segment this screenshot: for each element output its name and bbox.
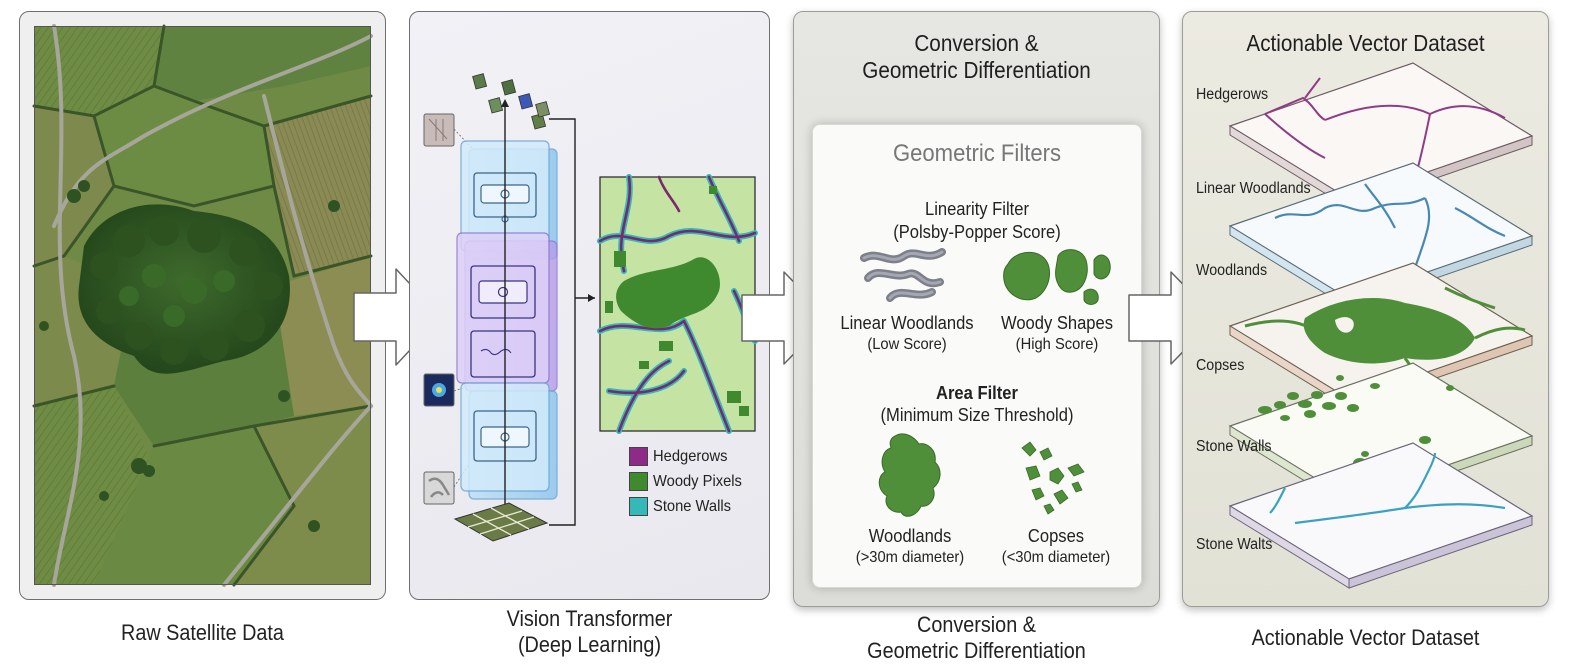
woodlands-label: Woodlands xyxy=(868,526,952,546)
linear-woodland-shapes xyxy=(860,248,946,302)
layer-label-stone-walts: Stone Walts xyxy=(1196,536,1273,553)
linear-woodlands-label: Linear Woodlands xyxy=(840,313,974,333)
layer-label-stone-walls: Stone Walls xyxy=(1196,438,1272,455)
legend-swatch-stonewalls xyxy=(629,497,648,516)
vector-title: Actionable Vector Dataset xyxy=(1246,30,1485,56)
input-patches xyxy=(453,502,549,542)
copses-sub: (<30m diameter) xyxy=(1001,549,1111,566)
vector-layer-stack xyxy=(1228,62,1534,589)
satellite-caption: Raw Satellite Data xyxy=(121,620,284,645)
conversion-title-line2: Geometric Differentiation xyxy=(862,57,1091,83)
output-tokens xyxy=(472,73,551,130)
woody-shapes-label: Woody Shapes xyxy=(1000,313,1114,333)
copses-shapes xyxy=(1021,441,1085,515)
conversion-caption: Conversion & Geometric Differentiation xyxy=(811,612,1141,664)
legend-label-stonewalls: Stone Walls xyxy=(653,498,731,515)
linear-woodlands-sub: (Low Score) xyxy=(867,336,947,353)
linearity-filter-title: Linearity Filter xyxy=(924,199,1029,219)
layer-label-copses: Copses xyxy=(1196,357,1245,374)
legend-swatch-hedgerows xyxy=(629,447,648,466)
legend-swatch-woody xyxy=(629,472,648,491)
encoder-block-bottom xyxy=(460,382,558,500)
layer-stone-walls xyxy=(1228,442,1534,589)
legend-label-hedgerows: Hedgerows xyxy=(653,448,728,465)
conversion-caption-line2: Geometric Differentiation xyxy=(867,638,1086,663)
vector-caption: Actionable Vector Dataset xyxy=(1251,625,1480,650)
area-filter-title: Area Filter xyxy=(936,383,1018,403)
transformer-caption-line2: (Deep Learning) xyxy=(517,632,662,657)
legend-label-woody: Woody Pixels xyxy=(653,473,742,490)
conversion-title-line1: Conversion & xyxy=(914,30,1039,56)
woody-shapes xyxy=(1003,249,1111,305)
copses-label: Copses xyxy=(1027,526,1085,546)
satellite-image xyxy=(32,24,373,587)
transformer-diagram xyxy=(423,73,758,542)
segmentation-map xyxy=(597,174,758,434)
geometric-filters-box xyxy=(812,124,1142,588)
filters-heading: Geometric Filters xyxy=(892,140,1062,167)
conversion-title: Conversion & Geometric Differentiation xyxy=(811,30,1141,84)
woody-shapes-sub: (High Score) xyxy=(1015,336,1099,353)
transformer-caption: Vision Transformer (Deep Learning) xyxy=(427,606,752,658)
layer-label-hedgerows: Hedgerows xyxy=(1196,86,1269,103)
layer-label-linear-woodlands: Linear Woodlands xyxy=(1196,180,1311,197)
layer-label-woodlands: Woodlands xyxy=(1196,262,1268,279)
linearity-filter-sub: (Polsby-Popper Score) xyxy=(893,222,1061,242)
conversion-caption-line1: Conversion & xyxy=(917,612,1036,637)
transformer-caption-line1: Vision Transformer xyxy=(506,606,673,631)
encoder-block-middle xyxy=(456,232,558,392)
area-filter-sub: (Minimum Size Threshold) xyxy=(880,405,1074,425)
woodlands-sub: (>30m diameter) xyxy=(855,549,965,566)
woodland-shape xyxy=(878,433,941,517)
